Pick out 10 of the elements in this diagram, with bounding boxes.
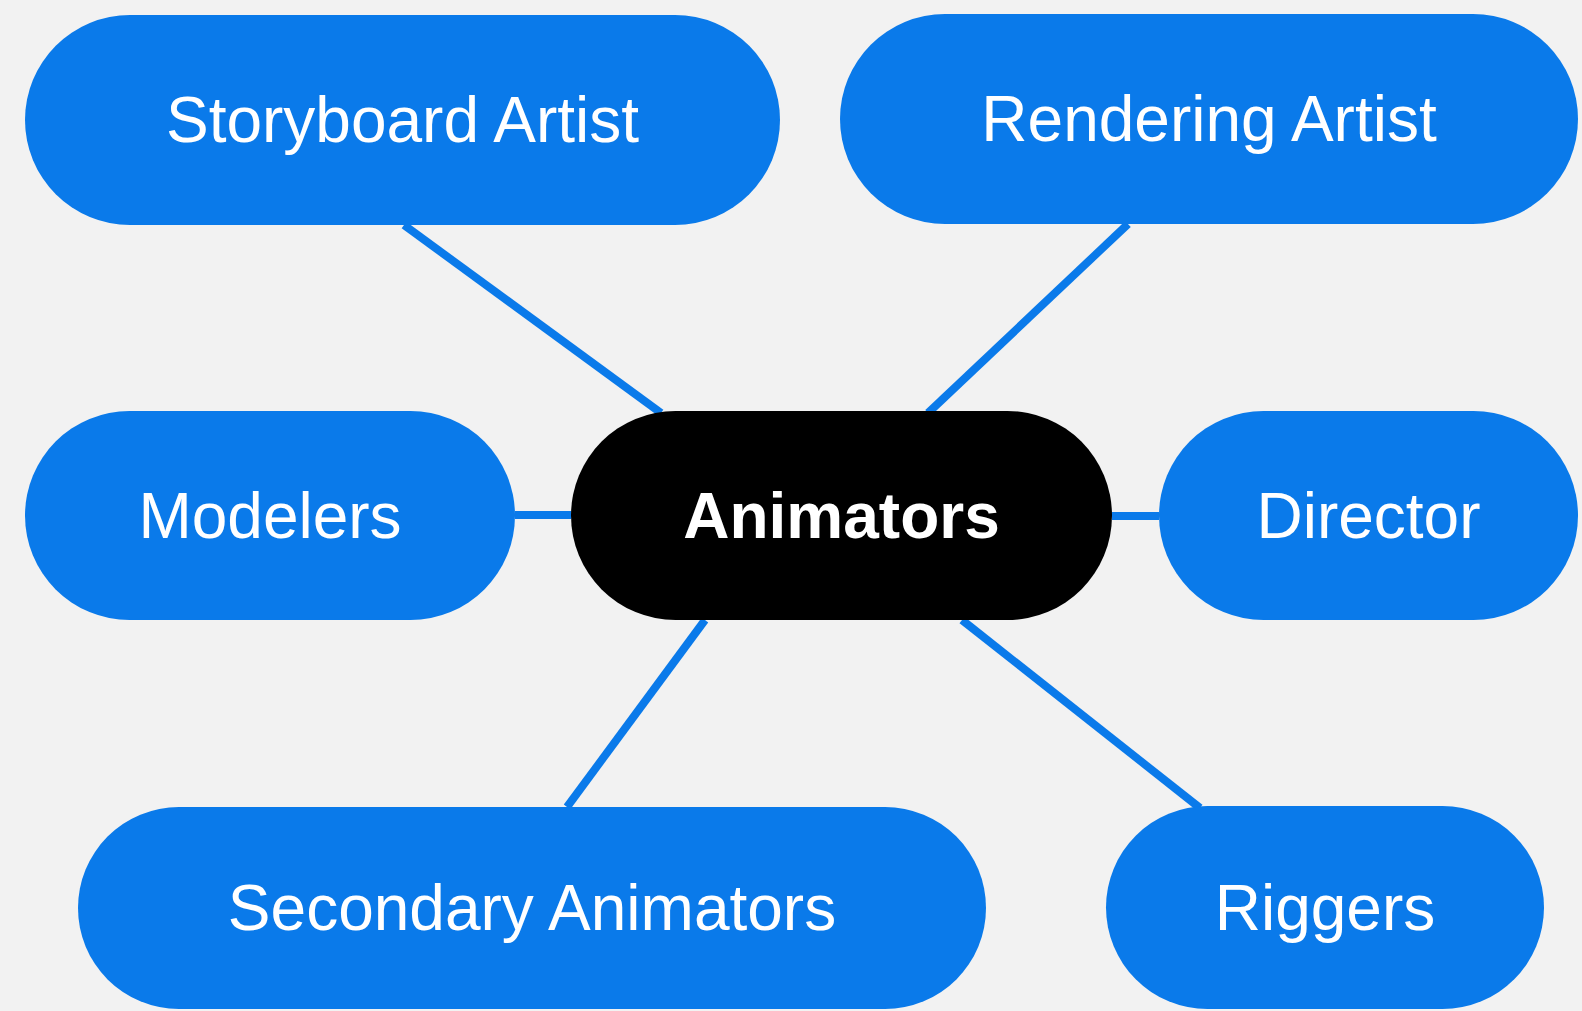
- connector-line: [1112, 512, 1159, 520]
- connector-line: [515, 511, 571, 519]
- role-label: Riggers: [1214, 870, 1436, 945]
- role-label: Rendering Artist: [981, 82, 1437, 156]
- role-label: Storyboard Artist: [165, 83, 640, 157]
- role-label: Director: [1256, 478, 1481, 553]
- role-label: Animators: [683, 478, 1000, 553]
- role-label: Secondary Animators: [227, 871, 837, 945]
- connector-line: [563, 617, 709, 810]
- role-label: Modelers: [138, 478, 402, 553]
